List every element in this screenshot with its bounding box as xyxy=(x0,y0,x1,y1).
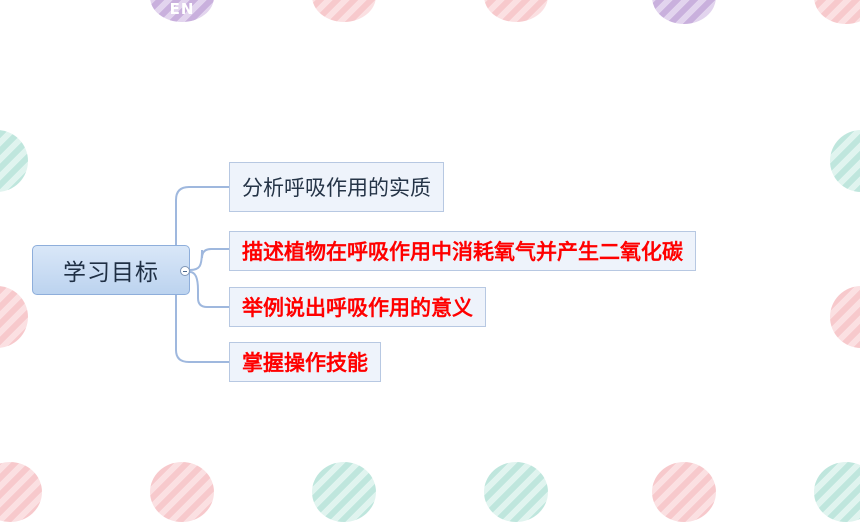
mindmap-topic-label: 举例说出呼吸作用的意义 xyxy=(242,296,473,320)
collapse-toggle-icon[interactable] xyxy=(180,266,190,276)
mindmap-topic-label: 描述植物在呼吸作用中消耗氧气并产生二氧化碳 xyxy=(242,240,683,264)
mindmap-root-label: 学习目标 xyxy=(63,260,159,286)
mindmap-topic-1[interactable]: 分析呼吸作用的实质 xyxy=(229,162,444,212)
decor-badge-text: EN xyxy=(169,0,195,18)
decor-dot-top-1: EN xyxy=(150,0,214,22)
mindmap-topic-label: 分析呼吸作用的实质 xyxy=(242,176,431,200)
connector-topic-2 xyxy=(189,248,229,271)
mindmap-topic-4[interactable]: 掌握操作技能 xyxy=(229,342,381,382)
mindmap-root[interactable]: 学习目标 xyxy=(32,245,190,295)
mindmap-topic-label: 掌握操作技能 xyxy=(242,351,368,375)
decor-dot-top-2 xyxy=(312,0,376,22)
decor-dot-top-3 xyxy=(484,0,548,22)
mindmap-topic-3[interactable]: 举例说出呼吸作用的意义 xyxy=(229,287,486,327)
mindmap-topic-2[interactable]: 描述植物在呼吸作用中消耗氧气并产生二氧化碳 xyxy=(229,231,696,271)
connector-topic-3 xyxy=(189,271,229,308)
